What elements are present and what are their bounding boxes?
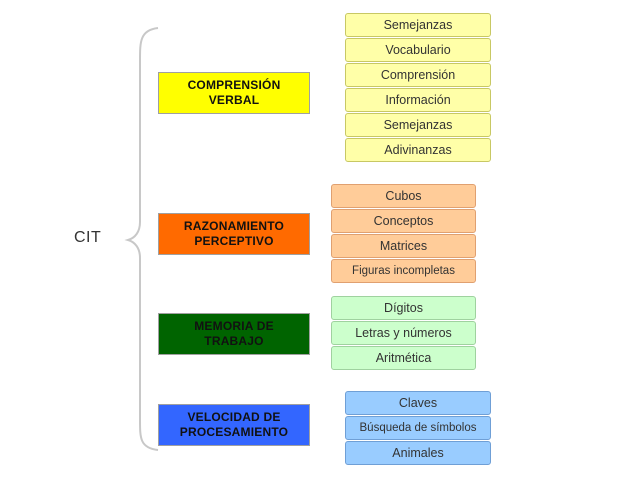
item-animales: Animales	[345, 441, 491, 465]
item-letras-y-numeros: Letras y números	[331, 321, 476, 345]
item-matrices: Matrices	[331, 234, 476, 258]
category-memoria-de-trabajo: MEMORIA DE TRABAJO	[158, 313, 310, 355]
item-conceptos: Conceptos	[331, 209, 476, 233]
category-comprension-verbal: COMPRENSIÓN VERBAL	[158, 72, 310, 114]
item-semejanzas-2: Semejanzas	[345, 113, 491, 137]
item-informacion: Información	[345, 88, 491, 112]
item-digitos: Dígitos	[331, 296, 476, 320]
item-comprension: Comprensión	[345, 63, 491, 87]
category-razonamiento-perceptivo: RAZONAMIENTO PERCEPTIVO	[158, 213, 310, 255]
item-figuras-incompletas: Figuras incompletas	[331, 259, 476, 283]
item-aritmetica: Aritmética	[331, 346, 476, 370]
item-cubos: Cubos	[331, 184, 476, 208]
item-semejanzas: Semejanzas	[345, 13, 491, 37]
item-vocabulario: Vocabulario	[345, 38, 491, 62]
item-adivinanzas: Adivinanzas	[345, 138, 491, 162]
item-claves: Claves	[345, 391, 491, 415]
item-busqueda-de-simbolos: Búsqueda de símbolos	[345, 416, 491, 440]
category-velocidad-de-procesamiento: VELOCIDAD DE PROCESAMIENTO	[158, 404, 310, 446]
root-label: CIT	[74, 229, 102, 246]
